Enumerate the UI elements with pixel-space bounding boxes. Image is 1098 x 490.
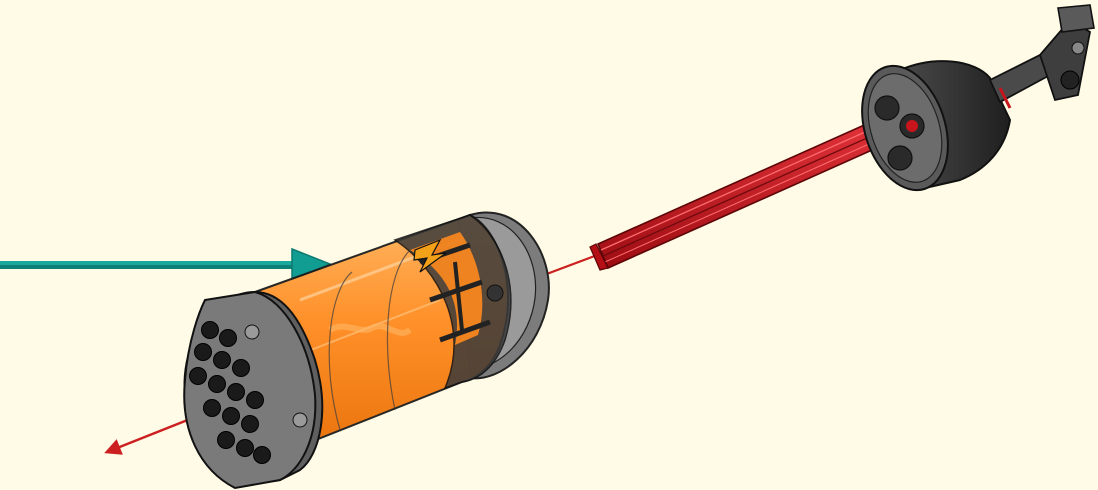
instruction-scene xyxy=(0,0,1098,490)
assembly-step-illustration xyxy=(0,0,1098,490)
